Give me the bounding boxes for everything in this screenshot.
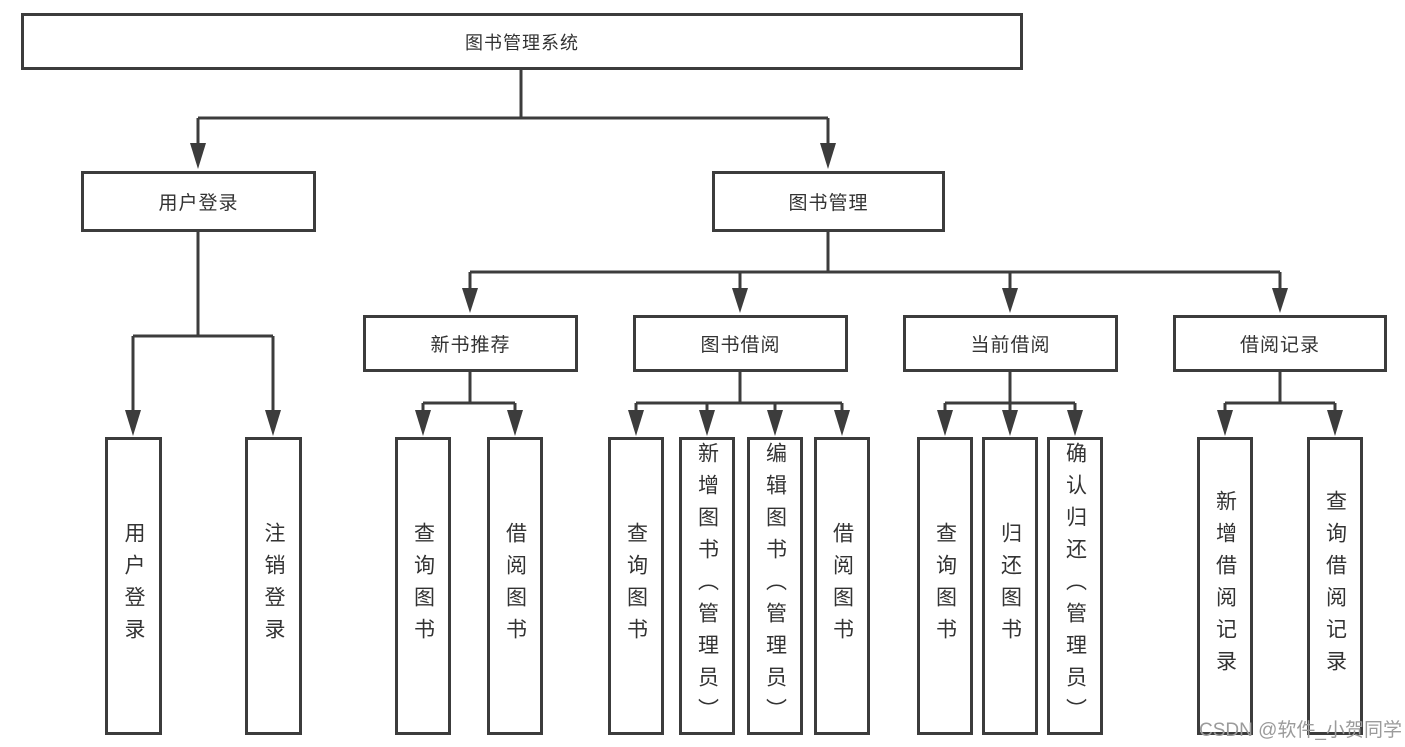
leaf-edit-books-admin: 编辑图书（管理员） [747,437,803,735]
leaf-label: 查询图书 [933,522,957,650]
node-borrow-record: 借阅记录 [1173,315,1387,372]
leaf-query-books: 查询图书 [608,437,664,735]
leaf-query-books: 查询图书 [395,437,451,735]
leaf-label: 注销登录 [262,522,285,650]
leaf-label: 新增借阅记录 [1213,490,1237,682]
leaf-borrow-books: 借阅图书 [814,437,870,735]
leaf-user-login: 用户登录 [105,437,162,735]
node-label: 用户登录 [158,193,239,214]
node-label: 图书管理系统 [465,32,579,53]
leaf-query-books: 查询图书 [917,437,973,735]
leaf-label: 查询借阅记录 [1323,490,1347,682]
node-library-management-system: 图书管理系统 [21,13,1023,70]
leaf-query-borrow-record: 查询借阅记录 [1307,437,1363,735]
leaf-label: 新增图书（管理员） [695,442,719,730]
leaf-label: 用户登录 [122,522,145,650]
node-label: 当前借阅 [970,335,1051,356]
node-new-book-recommend: 新书推荐 [363,315,578,372]
node-label: 图书管理 [788,193,869,214]
leaf-label: 编辑图书（管理员） [763,442,787,730]
node-label: 新书推荐 [430,335,511,356]
node-book-management: 图书管理 [712,171,945,232]
leaf-label: 查询图书 [411,522,435,650]
leaf-label: 借阅图书 [830,522,854,650]
node-label: 借阅记录 [1239,335,1320,356]
leaf-add-borrow-record: 新增借阅记录 [1197,437,1253,735]
csdn-watermark: CSDN @软件_小贺同学 [1199,720,1402,741]
node-book-borrow: 图书借阅 [633,315,848,372]
leaf-label: 确认归还（管理员） [1063,442,1087,730]
node-current-borrow: 当前借阅 [903,315,1118,372]
leaf-label: 归还图书 [998,522,1022,650]
leaf-label: 查询图书 [624,522,648,650]
leaf-borrow-books: 借阅图书 [487,437,543,735]
leaf-add-books-admin: 新增图书（管理员） [679,437,735,735]
leaf-return-books: 归还图书 [982,437,1038,735]
node-user-login: 用户登录 [81,171,316,232]
leaf-logout: 注销登录 [245,437,302,735]
leaf-label: 借阅图书 [503,522,527,650]
leaf-confirm-return-admin: 确认归还（管理员） [1047,437,1103,735]
arrowheads [125,143,1343,436]
node-label: 图书借阅 [700,335,781,356]
